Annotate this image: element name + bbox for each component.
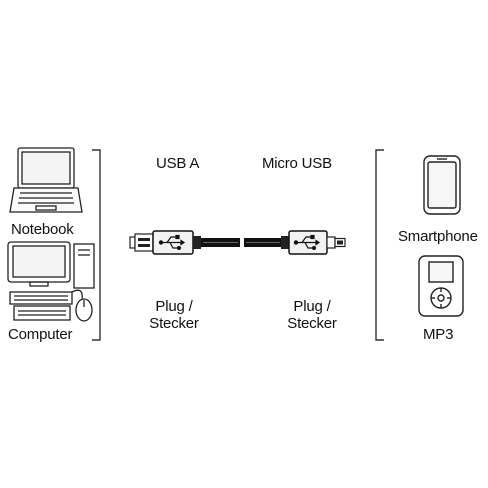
mp3-label: MP3 [423, 326, 454, 343]
micro-usb-plug-icon [281, 230, 346, 255]
usb-a-plug-icon [129, 230, 201, 255]
right-plug-label-line1: Plug / [293, 298, 331, 315]
right-bracket [375, 149, 384, 341]
right-plug-label: Plug / Stecker [276, 298, 348, 332]
desktop-computer-icon [7, 241, 95, 322]
smartphone-icon [423, 155, 461, 215]
left-bracket [92, 149, 101, 341]
micro-usb-label: Micro USB [262, 155, 332, 172]
usb-a-label: USB A [156, 155, 200, 172]
notebook-label: Notebook [11, 221, 74, 238]
left-plug-label-line1: Plug / [155, 298, 193, 315]
smartphone-label: Smartphone [398, 228, 478, 245]
left-plug-label: Plug / Stecker [138, 298, 210, 332]
right-plug-label-line2: Stecker [287, 315, 337, 332]
mp3-player-icon [418, 255, 464, 317]
left-plug-label-line2: Stecker [149, 315, 199, 332]
computer-label: Computer [8, 326, 73, 343]
usb-cable [200, 238, 282, 247]
laptop-icon [9, 147, 83, 213]
